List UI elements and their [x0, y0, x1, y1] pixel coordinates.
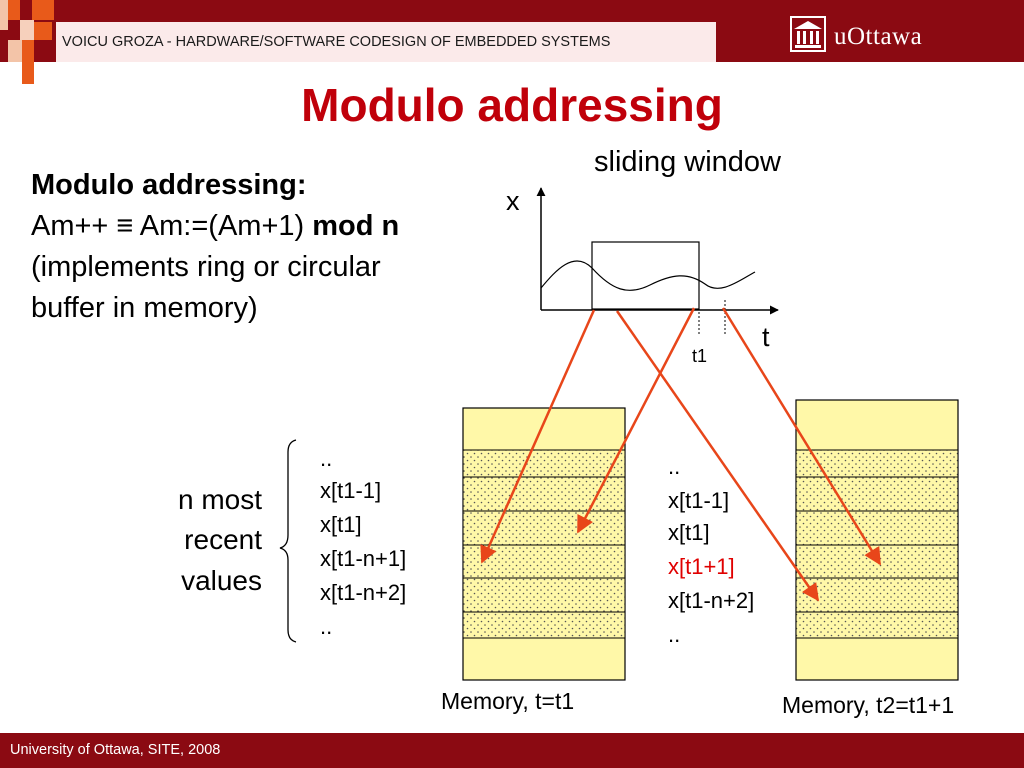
definition-line: buffer in memory) — [31, 292, 258, 324]
memory1-entry: x[t1-n+1] — [320, 546, 407, 571]
formula-text: Am++ ≡ Am:=(Am+1) — [31, 210, 313, 242]
memory1-entry: x[t1-n+2] — [320, 580, 407, 605]
deco-square — [0, 0, 8, 30]
plot-y-label: x — [506, 186, 520, 216]
brace-label-line: n most — [177, 484, 262, 515]
deco-square — [8, 0, 20, 20]
memory2-cell — [795, 449, 959, 478]
memory2-entry: x[t1-n+2] — [668, 588, 755, 613]
memory2-cell — [795, 611, 959, 639]
arrow-window-start — [480, 309, 596, 564]
memory1-cell — [462, 510, 626, 546]
diagram-subtitle: sliding window — [594, 146, 781, 178]
arrow-to-memory2-end — [721, 307, 882, 566]
brace-label-line: recent — [184, 524, 262, 555]
memory1-caption: Memory, t=t1 — [441, 688, 575, 714]
header-title: VOICU GROZA - HARDWARE/SOFTWARE CODESIGN… — [62, 34, 611, 50]
memory2-entry: .. — [668, 454, 681, 479]
memory2-caption: Memory, t2=t1+1 — [782, 692, 955, 718]
deco-square — [20, 20, 34, 40]
definition-heading: Modulo addressing: — [31, 169, 307, 201]
definition-line: (implements ring or circular — [31, 251, 381, 283]
arrow-to-memory2-new — [615, 310, 820, 602]
memory1-cell — [462, 577, 626, 613]
page-title: Modulo addressing — [301, 79, 723, 131]
plot-x-label: t — [762, 322, 770, 352]
formula-mod: mod n — [312, 210, 400, 242]
memory2-entry: x[t1-1] — [668, 488, 730, 513]
memory1-entry: .. — [320, 446, 333, 471]
memory2-cell — [795, 476, 959, 512]
deco-square — [32, 0, 54, 20]
brace-label-line: values — [181, 565, 262, 596]
deco-square — [22, 40, 34, 84]
logo-text: uOttawa — [834, 22, 923, 50]
building-icon — [790, 16, 826, 57]
footer-text: University of Ottawa, SITE, 2008 — [10, 742, 221, 758]
memory2-entry-new: x[t1+1] — [668, 554, 735, 579]
university-logo: uOttawa — [790, 16, 922, 57]
memory1-cell — [462, 476, 626, 512]
sliding-window-box — [591, 241, 700, 310]
brace — [279, 439, 297, 643]
memory1-entry: x[t1] — [320, 512, 362, 537]
signal-wave — [540, 260, 756, 291]
memory1-cell — [462, 611, 626, 639]
arrow-window-mid — [576, 307, 696, 534]
definition-formula: Am++ ≡ Am:=(Am+1) mod n — [31, 210, 399, 243]
plot-tick-label: t1 — [692, 346, 708, 366]
memory2-entry: .. — [668, 622, 681, 647]
memory1-entry: .. — [320, 614, 333, 639]
memory2-entry: x[t1] — [668, 520, 710, 545]
memory2-cell — [795, 544, 959, 579]
deco-square — [34, 22, 52, 40]
deco-square — [8, 40, 22, 62]
memory2-cell — [795, 577, 959, 613]
header-strip — [56, 22, 716, 62]
memory1-cell — [462, 449, 626, 478]
memory1-entry: x[t1-1] — [320, 478, 382, 503]
memory2-cell — [795, 510, 959, 546]
footer-band — [0, 733, 1024, 768]
